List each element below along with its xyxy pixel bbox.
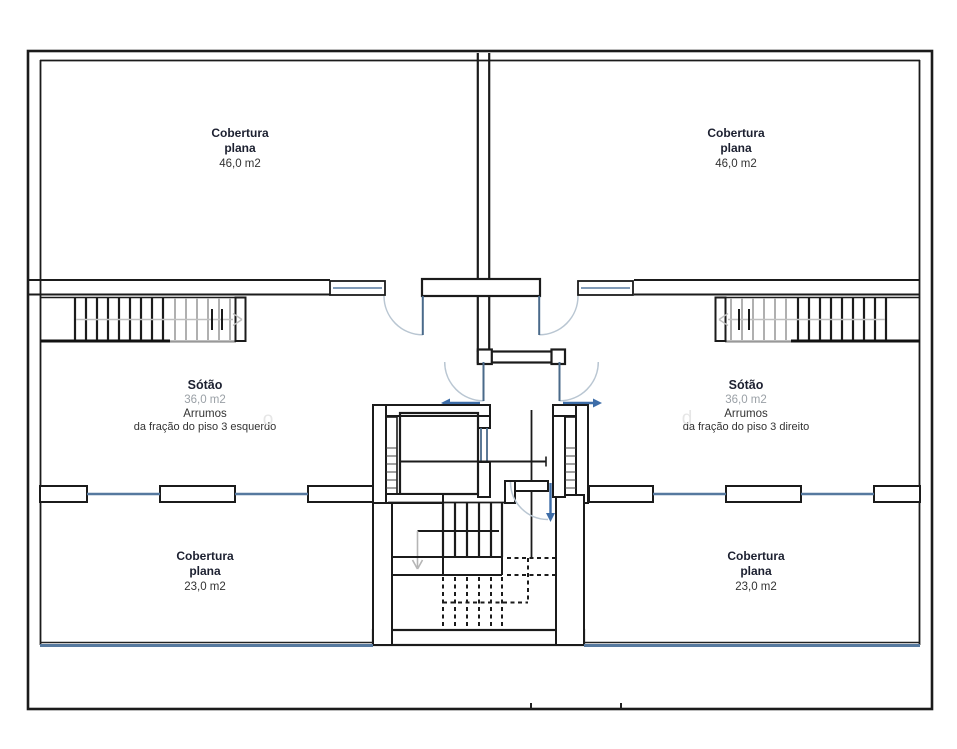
- shaft-ladder: [564, 416, 577, 496]
- svg-text:Sótão: Sótão: [729, 378, 764, 392]
- room-label-sotao-left: Sótão 36,0 m2 Arrumos da fração do piso …: [134, 378, 277, 433]
- svg-text:46,0 m2: 46,0 m2: [219, 158, 261, 170]
- svg-text:da fração do piso 3 esquerdo: da fração do piso 3 esquerdo: [134, 421, 277, 433]
- top-wall-windows: [329, 280, 634, 296]
- room-label-sotao-right: Sótão 36,0 m2 Arrumos da fração do piso …: [683, 378, 810, 433]
- svg-text:Arrumos: Arrumos: [183, 408, 227, 420]
- svg-text:plana: plana: [224, 141, 256, 155]
- svg-text:plana: plana: [720, 141, 752, 155]
- staircase-right: [714, 296, 920, 343]
- svg-text:36,0 m2: 36,0 m2: [184, 394, 226, 406]
- svg-text:Cobertura: Cobertura: [211, 126, 269, 140]
- door-arc: [539, 295, 579, 336]
- door-arc: [509, 481, 549, 521]
- svg-text:Cobertura: Cobertura: [727, 549, 785, 563]
- corridor-doors-lower: [441, 361, 602, 408]
- door-arc: [559, 361, 600, 402]
- room-label-cobertura-bottom-right: Cobertura plana 23,0 m2: [727, 549, 785, 593]
- room-label-cobertura-top-left: Cobertura plana 46,0 m2: [211, 126, 269, 170]
- svg-text:da fração do piso 3 direito: da fração do piso 3 direito: [683, 421, 810, 433]
- svg-text:plana: plana: [189, 564, 221, 578]
- staircase-left: [41, 296, 247, 343]
- corridor-doors-top: [383, 295, 579, 336]
- door-arc: [383, 295, 423, 336]
- core: [371, 404, 589, 647]
- svg-text:Sótão: Sótão: [188, 378, 223, 392]
- svg-text:36,0 m2: 36,0 m2: [725, 394, 767, 406]
- svg-text:23,0 m2: 23,0 m2: [735, 581, 777, 593]
- watermark: o d: [263, 408, 693, 430]
- svg-text:Cobertura: Cobertura: [707, 126, 765, 140]
- core-right-wall-lower: [555, 494, 585, 646]
- core-left-wall-lower: [372, 502, 393, 646]
- svg-text:Arrumos: Arrumos: [724, 408, 768, 420]
- room-label-cobertura-top-right: Cobertura plana 46,0 m2: [707, 126, 765, 170]
- core-right-wall: [575, 404, 589, 504]
- bottom-band: [40, 641, 920, 709]
- svg-text:Cobertura: Cobertura: [176, 549, 234, 563]
- core-left-wall: [372, 404, 387, 504]
- svg-text:o: o: [263, 409, 274, 430]
- room-label-cobertura-bottom-left: Cobertura plana 23,0 m2: [176, 549, 234, 593]
- svg-text:46,0 m2: 46,0 m2: [715, 158, 757, 170]
- sotao-bottom-walls: [39, 485, 921, 503]
- arrow-down-icon: [546, 513, 555, 522]
- svg-text:plana: plana: [740, 564, 772, 578]
- svg-text:23,0 m2: 23,0 m2: [184, 581, 226, 593]
- top-band-walls: [29, 53, 920, 366]
- arrow-right-icon: [593, 398, 602, 408]
- svg-text:d: d: [682, 408, 693, 429]
- outer-walls: [26, 49, 934, 711]
- door-arc: [443, 361, 484, 402]
- core-bottom-wall: [371, 628, 586, 647]
